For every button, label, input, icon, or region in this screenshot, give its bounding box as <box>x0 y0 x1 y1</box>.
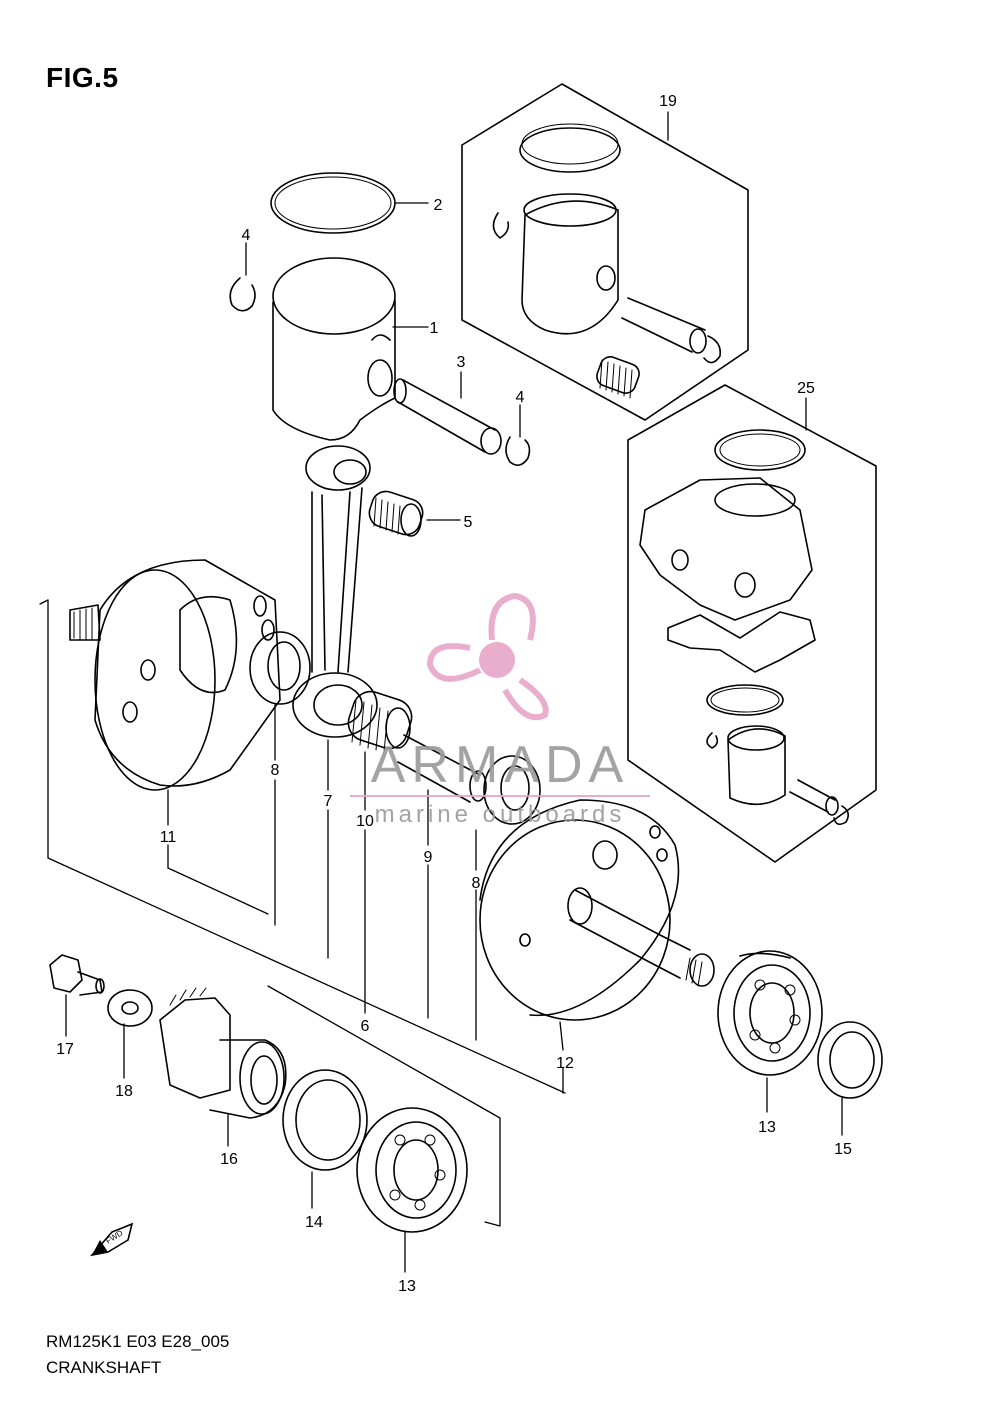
bearing-10 <box>347 690 413 753</box>
callout-10: 10 <box>356 813 374 830</box>
circlip-4-right <box>505 436 531 466</box>
callout-numbers: 2 1 3 4 4 5 19 25 8 7 10 9 8 11 6 12 13 … <box>56 93 852 1295</box>
washer-8-left <box>249 631 311 705</box>
callout-4-right: 4 <box>516 389 525 406</box>
oil-seal-15 <box>817 1021 883 1099</box>
watermark-brand: ARMADA <box>371 736 629 794</box>
bearing-13-right <box>717 950 823 1076</box>
callout-1: 1 <box>430 320 439 337</box>
callout-18: 18 <box>115 1083 133 1100</box>
figure-code: RM125K1 E03 E28_005 <box>46 1332 230 1351</box>
piston-1 <box>272 257 396 441</box>
bearing-13-left <box>356 1107 468 1233</box>
crank-half-12 <box>479 799 715 1021</box>
assembly-bracket <box>39 599 566 1227</box>
piston-ring-2 <box>270 172 396 234</box>
callout-2: 2 <box>434 197 443 214</box>
callout-8-left: 8 <box>271 762 280 779</box>
oil-seal-14 <box>282 1069 368 1171</box>
callout-16: 16 <box>220 1151 238 1168</box>
callout-15: 15 <box>834 1141 852 1158</box>
callout-9: 9 <box>424 849 433 866</box>
callout-7: 7 <box>324 793 333 810</box>
figure-name: CRANKSHAFT <box>46 1358 162 1377</box>
callout-13-left: 13 <box>398 1278 416 1295</box>
crank-half-11 <box>69 559 281 791</box>
callout-5: 5 <box>464 514 473 531</box>
callout-17: 17 <box>56 1041 74 1058</box>
washer-18 <box>107 989 153 1027</box>
callout-19: 19 <box>659 93 677 110</box>
bearing-5 <box>368 490 424 537</box>
callout-14: 14 <box>305 1214 323 1231</box>
figure-title: FIG.5 <box>46 62 119 93</box>
callout-6: 6 <box>361 1018 370 1035</box>
callout-12: 12 <box>556 1055 574 1072</box>
fwd-arrow-icon: FWD <box>89 1222 134 1257</box>
callout-11: 11 <box>160 829 177 846</box>
leader-lines <box>65 111 843 1273</box>
piston-kit-box-19 <box>461 83 749 421</box>
circlip-4-left <box>229 277 256 312</box>
connecting-rod-7 <box>292 445 378 738</box>
bolt-17 <box>49 954 105 996</box>
washer-8-right <box>483 755 541 825</box>
gasket-kit-box-25 <box>627 384 877 863</box>
piston-pin-3 <box>393 378 502 455</box>
watermark-tagline: marine outboards <box>375 801 626 828</box>
callout-3: 3 <box>457 354 466 371</box>
propeller-logo-icon <box>426 592 549 721</box>
callout-13-right: 13 <box>758 1119 776 1136</box>
callout-25: 25 <box>797 380 815 397</box>
callout-8-right: 8 <box>472 875 481 892</box>
callout-4-left: 4 <box>242 227 251 244</box>
gear-16 <box>159 987 287 1119</box>
armada-watermark: ARMADA marine outboards <box>350 592 650 828</box>
